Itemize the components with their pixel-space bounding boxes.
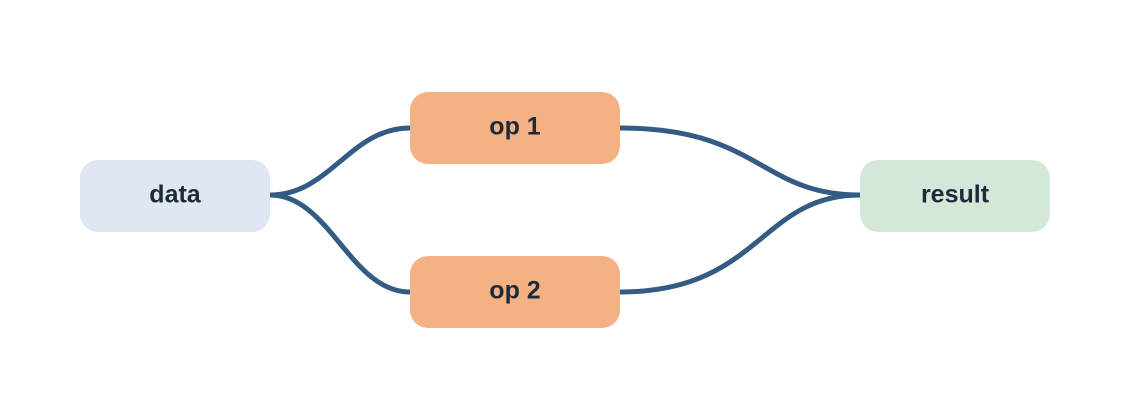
node-result: result [860,160,1050,232]
node-data-box [80,160,270,232]
edge-data-to-op2 [267,192,413,295]
node-result-box [860,160,1050,232]
node-op1-box [410,92,620,164]
node-data: data [80,160,270,232]
node-op2: op 2 [410,256,620,328]
edge-op2-to-result [617,192,863,295]
node-op1-label: op 1 [489,113,540,141]
edges-layer [267,125,863,295]
node-op1: op 1 [410,92,620,164]
node-result-label: result [921,181,990,209]
node-op2-box [410,256,620,328]
node-op2-label: op 2 [489,277,540,305]
node-data-label: data [149,181,202,209]
edge-data-to-op1 [267,125,413,198]
edge-op1-to-result [617,125,863,198]
